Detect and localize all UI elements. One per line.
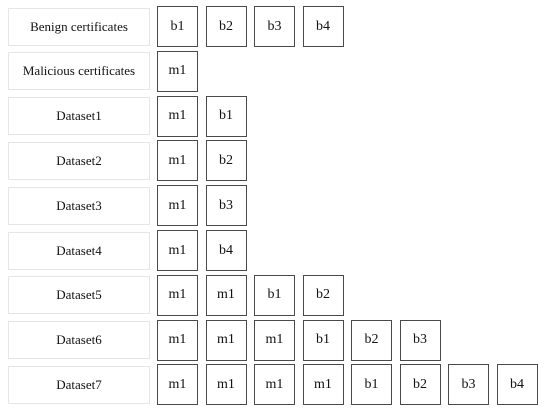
certificate-box: m1 bbox=[302, 364, 344, 406]
row-label: Malicious certificates bbox=[8, 52, 150, 91]
certificate-box: b4 bbox=[205, 230, 247, 271]
certificate-box: b2 bbox=[399, 364, 441, 406]
certificate-box: b4 bbox=[496, 364, 538, 406]
certificate-box: b2 bbox=[205, 6, 247, 47]
certificate-box: m1 bbox=[157, 95, 198, 137]
certificate-box: m1 bbox=[205, 274, 247, 316]
certificate-box: m1 bbox=[254, 319, 295, 361]
row-label: Dataset6 bbox=[8, 321, 150, 360]
certificate-box: m1 bbox=[157, 274, 198, 316]
certificate-box: m1 bbox=[157, 230, 198, 271]
certificate-box: b3 bbox=[399, 319, 441, 361]
certificate-box: m1 bbox=[254, 364, 295, 406]
certificate-box: b1 bbox=[351, 364, 392, 406]
certificate-box: m1 bbox=[157, 185, 198, 227]
certificate-box: b1 bbox=[157, 6, 198, 47]
certificate-box: m1 bbox=[157, 364, 198, 406]
row-label: Dataset3 bbox=[8, 186, 150, 225]
certificate-box: m1 bbox=[157, 319, 198, 361]
certificate-box: m1 bbox=[205, 319, 247, 361]
certificate-box: m1 bbox=[205, 364, 247, 406]
certificate-box: m1 bbox=[157, 140, 198, 182]
row-label: Dataset7 bbox=[8, 365, 150, 404]
row-label: Dataset5 bbox=[8, 276, 150, 315]
certificate-box: b3 bbox=[448, 364, 489, 406]
certificate-box: b2 bbox=[205, 140, 247, 182]
row-label: Dataset1 bbox=[8, 97, 150, 136]
certificate-box: b1 bbox=[302, 319, 344, 361]
certificate-box: b1 bbox=[254, 274, 295, 316]
row-label: Dataset2 bbox=[8, 141, 150, 180]
certificate-box: b4 bbox=[302, 6, 344, 47]
certificate-box: b1 bbox=[205, 95, 247, 137]
row-label: Dataset4 bbox=[8, 231, 150, 270]
certificate-box: b3 bbox=[205, 185, 247, 227]
certificate-box: m1 bbox=[157, 50, 198, 92]
row-label: Benign certificates bbox=[8, 7, 150, 46]
certificate-box: b3 bbox=[254, 6, 295, 47]
certificate-box: b2 bbox=[351, 319, 392, 361]
certificate-box: b2 bbox=[302, 274, 344, 316]
